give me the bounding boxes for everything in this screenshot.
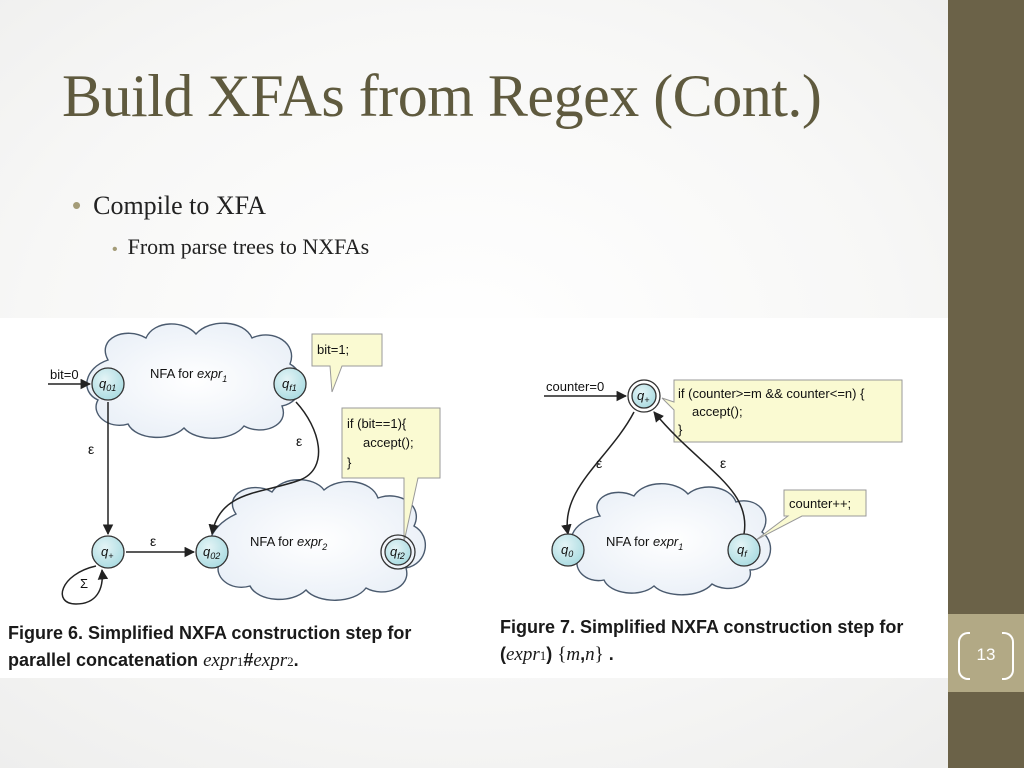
eps-arrow-left (561, 411, 635, 536)
svg-text:q+: q+ (101, 544, 114, 561)
sigma-label: Σ (80, 576, 88, 591)
eps-arrow-curve (208, 401, 320, 536)
cloud1-label: NFA for expr1 (150, 366, 227, 384)
svg-text:qf1: qf1 (282, 376, 297, 393)
init-label-fig6: bit=0 (50, 367, 79, 382)
state-qplus: q+ (91, 535, 125, 569)
eps-label-1: ε (88, 441, 94, 457)
note-accept-line1: if (bit==1){ (347, 416, 407, 431)
note-if-line3: } (678, 422, 683, 437)
svg-text:q+: q+ (637, 388, 650, 405)
cloud3-label: NFA for expr1 (606, 534, 683, 552)
note-accept-line2: accept(); (363, 435, 414, 450)
figure6-caption-line2: parallel concatenation expr1#expr2. (8, 650, 299, 671)
note-if-line2: accept(); (692, 404, 743, 419)
init-label-fig7: counter=0 (546, 379, 604, 394)
svg-text:qf: qf (737, 542, 748, 559)
bullet-text: Compile to XFA (93, 191, 266, 220)
svg-text:q02: q02 (203, 544, 220, 561)
figure7-caption: Figure 7. Simplified NXFA construction s… (500, 614, 903, 669)
eps-arrow-back (653, 411, 746, 535)
eps-label-5: ε (720, 455, 726, 471)
figure-panel: NFA for expr1 NFA for expr2 bit=1; if (b… (0, 318, 948, 678)
note-accept: if (bit==1){ accept(); } (341, 407, 441, 543)
figure6-caption: Figure 6. Simplified NXFA construction s… (8, 620, 411, 675)
right-brace-icon (1002, 632, 1014, 680)
figure6-caption-line1: Figure 6. Simplified NXFA construction s… (8, 623, 412, 643)
note-if-line1: if (counter>=m && counter<=n) { (678, 386, 865, 401)
nfa-cloud-3 (570, 483, 772, 596)
eps-label-4: ε (596, 455, 602, 471)
left-brace-icon (958, 632, 970, 680)
sigma-loop (61, 565, 109, 605)
page-number-text: 13 (976, 645, 996, 664)
figure7-diagram: NFA for expr1 if (counter>=m && counter<… (544, 379, 903, 596)
state-q0: q0 (551, 533, 585, 567)
svg-text:qf2: qf2 (390, 544, 405, 561)
state-qf1: qf1 (273, 367, 307, 401)
page-number: 13 (956, 632, 1016, 680)
state-qf: qf (727, 533, 761, 567)
note-counter-check: if (counter>=m && counter<=n) { accept()… (661, 379, 903, 443)
eps-label-3: ε (296, 433, 302, 449)
cloud2-label: NFA for expr2 (250, 534, 327, 552)
state-q01: q01 (91, 367, 125, 401)
note-counter-inc: counter++; (755, 489, 867, 541)
figure6-diagram: NFA for expr1 NFA for expr2 bit=1; if (b… (48, 322, 441, 605)
bullet-item: • Compile to XFA (72, 190, 266, 221)
figure7-caption-line2: (expr1) {m,n} . (500, 644, 614, 665)
bullet-dot-icon: • (112, 241, 118, 258)
note-bit: bit=1; (311, 333, 383, 393)
sub-bullet-text: From parse trees to NXFAs (127, 234, 370, 259)
svg-text:q01: q01 (99, 376, 116, 393)
bullet-dot-icon: • (72, 190, 82, 220)
state-qf2-accepting: qf2 (380, 534, 416, 570)
note-accept-line3: } (347, 455, 352, 470)
figure7-caption-line1: Figure 7. Simplified NXFA construction s… (500, 617, 904, 637)
nfa-cloud-2 (208, 479, 427, 601)
state-q02: q02 (195, 535, 229, 569)
sidebar-band (948, 614, 1024, 692)
eps-label-2: ε (150, 533, 156, 549)
note-bit-text: bit=1; (317, 342, 349, 357)
note-counter-text: counter++; (789, 496, 851, 511)
svg-text:q0: q0 (561, 542, 573, 559)
nxfa-diagrams: NFA for expr1 NFA for expr2 bit=1; if (b… (48, 322, 903, 605)
sub-bullet-item: • From parse trees to NXFAs (112, 234, 369, 260)
slide-title: Build XFAs from Regex (Cont.) (62, 63, 822, 129)
nfa-cloud-1 (86, 322, 303, 439)
state-qplus-accepting: q+ (627, 379, 661, 413)
